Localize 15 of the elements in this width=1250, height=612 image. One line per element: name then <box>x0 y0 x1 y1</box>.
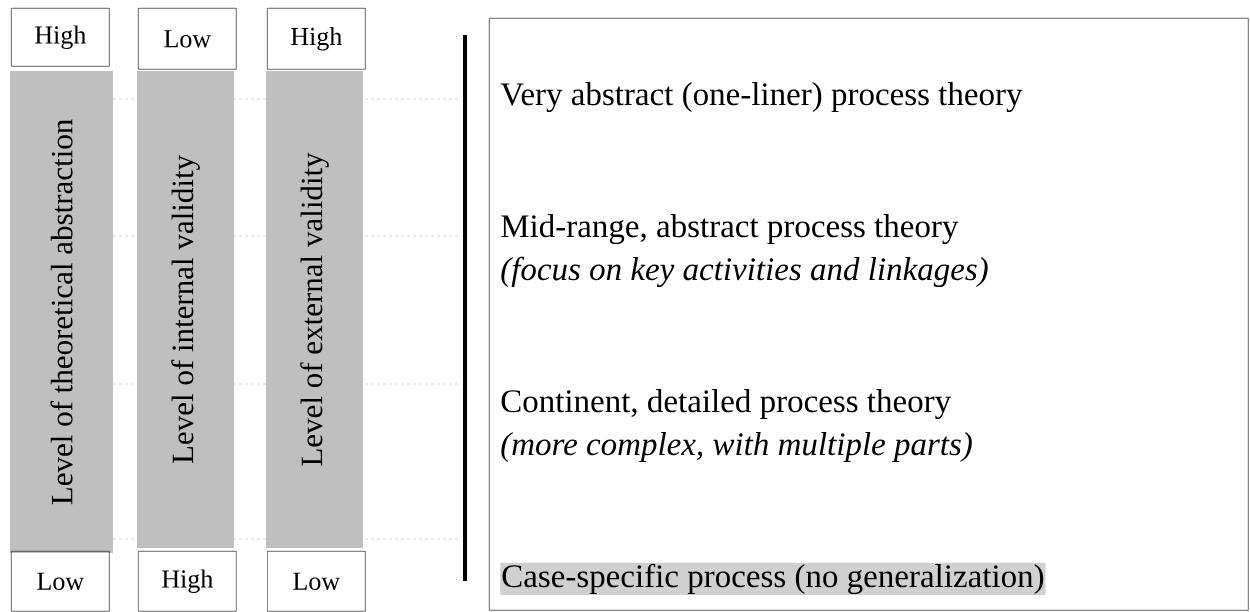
level-box: High <box>138 551 237 612</box>
dimension-bar: Level of external validity <box>266 71 363 548</box>
theory-text: Very abstract (one-liner) process theory <box>500 82 1023 113</box>
theory-text: Continent, detailed process theory <box>501 389 951 420</box>
level-box: High <box>11 8 110 67</box>
theory-text: Mid-range, abstract process theory <box>501 214 959 245</box>
dimension-bar: Level of theoretical abstraction <box>10 71 113 553</box>
level-box: Low <box>267 551 366 612</box>
level-box: Low <box>11 551 110 612</box>
level-box: High <box>267 8 366 70</box>
theory-text: (more complex, with multiple parts) <box>501 432 972 462</box>
dimension-bar: Level of internal validity <box>137 71 234 548</box>
theory-text: (focus on key activities and linkages) <box>501 256 988 288</box>
level-box: Low <box>138 8 237 70</box>
highlighted-text: Case-specific process (no generalization) <box>500 562 1046 596</box>
